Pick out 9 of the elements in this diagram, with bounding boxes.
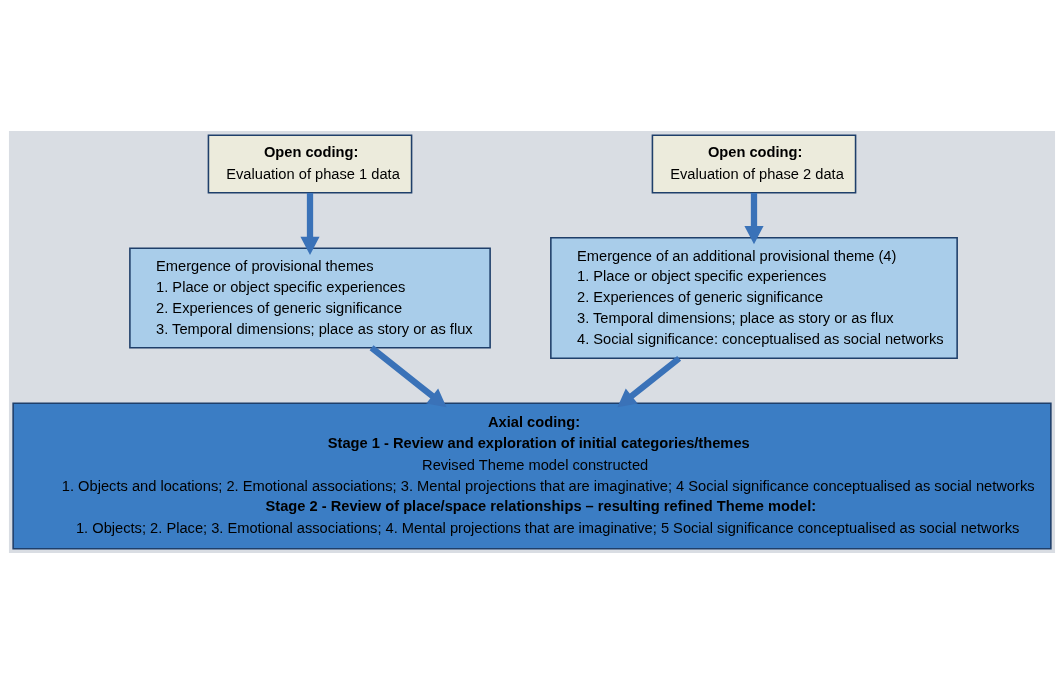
node-box: Open coding: Evaluation of phase 2 data	[651, 134, 857, 194]
arrow	[744, 193, 764, 245]
node-box: Emergence of an additional provisional theme (4) 1. Place or object specific experiences 2. Experiences of generic significance 3. Temporal dimensions; place as story or as flux 4. Social significance: conceptualised as social networks	[550, 237, 958, 359]
node-box: Emergence of provisional themes 1. Place or object specific experiences 2. Experiences of generic significance 3. Temporal dimensions; place as story or as flux	[129, 247, 491, 349]
arrow	[369, 345, 447, 408]
arrow	[617, 355, 682, 408]
arrow	[300, 193, 320, 255]
node-box: Open coding: Evaluation of phase 1 data	[207, 134, 413, 194]
node-box: Axial coding: Stage 1 - Review and exploration of initial categories/themes Revised Theme model constructed 1. Objects and locations; 2. Emotional associations; 3. Mental projections that are imaginative; 4 Social significance conceptualised as social networks Stage 2 - Review of place/space relationships – resulting refined Theme model: 1. Objects; 2. Place; 3. Emotional associations; 4. Mental projections that are imaginative; 5 Social significance conceptualised as social networks	[12, 402, 1052, 550]
